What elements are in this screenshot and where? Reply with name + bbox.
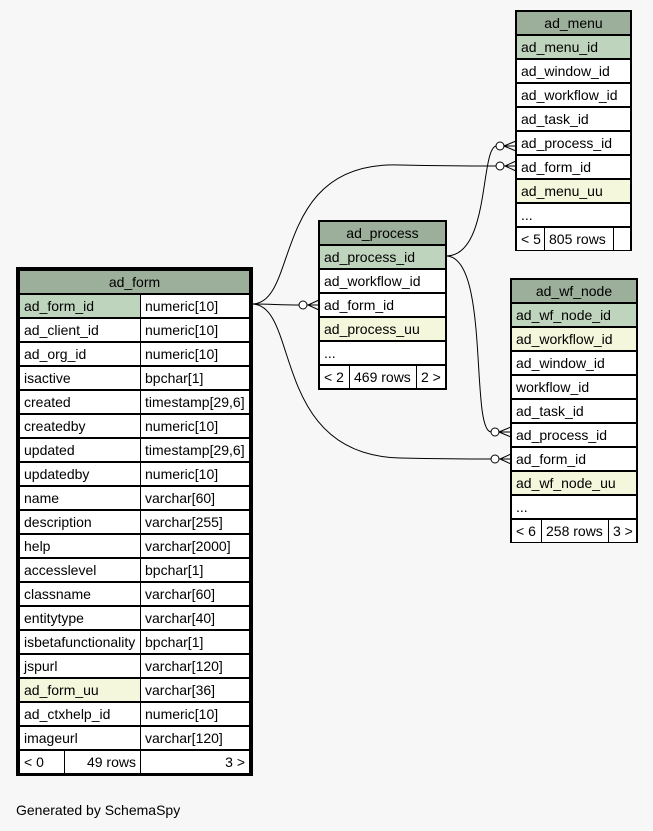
column-row[interactable]: ad_menu_uu: [516, 179, 631, 203]
edge-ad-process-to-ad-wf-node: [445, 255, 492, 433]
column-row[interactable]: ad_process_id: [516, 131, 631, 155]
row-count: 258 rows: [541, 519, 609, 543]
column-type: varchar[60]: [140, 486, 250, 510]
edge-ad-process-form-crowfoot: [306, 299, 320, 311]
edge-ad-process-to-ad-menu: [445, 145, 497, 257]
column-type: varchar[60]: [140, 582, 250, 606]
column-row[interactable]: ad_task_id: [511, 399, 637, 423]
column-name[interactable]: description: [19, 510, 141, 534]
edge-ad-wf-node-form-crowfoot: [498, 453, 512, 465]
column-row[interactable]: ad_process_uu: [319, 317, 446, 341]
children-count[interactable]: 3 >: [140, 750, 250, 774]
column-row[interactable]: ad_menu_id: [516, 35, 631, 59]
column-row[interactable]: ad_form_id: [511, 447, 637, 471]
edge-ad-wf-node-form-optional-marker: [490, 454, 500, 464]
column-row[interactable]: ad_form_id: [319, 293, 446, 317]
column-name[interactable]: isactive: [19, 366, 141, 390]
edge-ad-wf-node-process-crowfoot: [498, 426, 512, 438]
column-name[interactable]: created: [19, 390, 141, 414]
column-name[interactable]: ad_form_id: [19, 294, 141, 318]
table-title[interactable]: ad_form: [19, 270, 250, 294]
table-title[interactable]: ad_process: [319, 221, 446, 245]
column-row[interactable]: ...: [516, 203, 631, 227]
column-name[interactable]: ad_ctxhelp_id: [19, 702, 141, 726]
column-type: numeric[10]: [140, 342, 250, 366]
column-type: bpchar[1]: [140, 558, 250, 582]
column-row[interactable]: ad_process_id: [511, 423, 637, 447]
column-row[interactable]: workflow_id: [511, 375, 637, 399]
column-name[interactable]: imageurl: [19, 726, 141, 750]
column-name[interactable]: name: [19, 486, 141, 510]
column-name[interactable]: createdby: [19, 414, 141, 438]
table-ad-wf-node[interactable]: ad_wf_node ad_wf_node_id ad_workflow_id …: [510, 278, 638, 543]
column-type: numeric[10]: [140, 702, 250, 726]
column-row[interactable]: ad_wf_node_uu: [511, 471, 637, 495]
generated-by-text: Generated by SchemaSpy: [16, 802, 181, 818]
edge-ad-form-to-ad-menu: [251, 164, 497, 305]
edge-ad-menu-form-crowfoot: [503, 160, 517, 172]
table-title[interactable]: ad_wf_node: [511, 279, 637, 303]
parents-count[interactable]: < 5: [516, 227, 545, 251]
column-type: bpchar[1]: [140, 366, 250, 390]
column-type: timestamp[29,6]: [140, 438, 250, 462]
column-row[interactable]: ad_wf_node_id: [511, 303, 637, 327]
column-name[interactable]: classname: [19, 582, 141, 606]
column-row[interactable]: ad_workflow_id: [511, 327, 637, 351]
column-name[interactable]: ad_form_uu: [19, 678, 141, 702]
edge-ad-wf-node-process-optional-marker: [490, 427, 500, 437]
parents-count: < 0: [19, 750, 65, 774]
row-count: 805 rows: [544, 227, 614, 251]
column-name[interactable]: help: [19, 534, 141, 558]
children-count: [613, 227, 631, 251]
column-type: varchar[255]: [140, 510, 250, 534]
row-count: 469 rows: [349, 365, 417, 389]
table-ad-process[interactable]: ad_process ad_process_id ad_workflow_id …: [318, 220, 447, 390]
column-row[interactable]: ad_workflow_id: [319, 269, 446, 293]
column-name[interactable]: jspurl: [19, 654, 141, 678]
children-count[interactable]: 2 >: [416, 365, 446, 389]
column-type: numeric[10]: [140, 294, 250, 318]
column-name[interactable]: accesslevel: [19, 558, 141, 582]
parents-count[interactable]: < 2: [319, 365, 350, 389]
column-name[interactable]: entitytype: [19, 606, 141, 630]
edge-ad-menu-form-optional-marker: [495, 161, 505, 171]
column-row[interactable]: ad_form_id: [516, 155, 631, 179]
column-name[interactable]: ad_org_id: [19, 342, 141, 366]
column-type: numeric[10]: [140, 462, 250, 486]
column-name[interactable]: ad_client_id: [19, 318, 141, 342]
table-title[interactable]: ad_menu: [516, 11, 631, 35]
column-row[interactable]: ad_window_id: [511, 351, 637, 375]
column-type: varchar[36]: [140, 678, 250, 702]
row-count: 49 rows: [64, 750, 141, 774]
table-ad-menu[interactable]: ad_menu ad_menu_id ad_window_id ad_workf…: [515, 10, 632, 251]
column-type: numeric[10]: [140, 318, 250, 342]
edge-ad-menu-process-crowfoot: [503, 140, 517, 152]
column-name[interactable]: updated: [19, 438, 141, 462]
column-row[interactable]: ...: [319, 341, 446, 365]
edge-ad-form-to-ad-wf-node: [251, 303, 492, 460]
column-type: varchar[120]: [140, 654, 250, 678]
children-count[interactable]: 3 >: [608, 519, 637, 543]
column-type: varchar[2000]: [140, 534, 250, 558]
column-row[interactable]: ad_window_id: [516, 59, 631, 83]
column-name[interactable]: isbetafunctionality: [19, 630, 141, 654]
column-row[interactable]: ...: [511, 495, 637, 519]
column-type: numeric[10]: [140, 414, 250, 438]
column-type: bpchar[1]: [140, 630, 250, 654]
column-row[interactable]: ad_process_id: [319, 245, 446, 269]
column-type: varchar[120]: [140, 726, 250, 750]
parents-count[interactable]: < 6: [511, 519, 542, 543]
column-name[interactable]: updatedby: [19, 462, 141, 486]
edge-ad-process-form-optional-marker: [298, 300, 308, 310]
column-row[interactable]: ad_task_id: [516, 107, 631, 131]
column-type: varchar[40]: [140, 606, 250, 630]
column-row[interactable]: ad_workflow_id: [516, 83, 631, 107]
edge-ad-menu-process-optional-marker: [495, 141, 505, 151]
column-type: timestamp[29,6]: [140, 390, 250, 414]
